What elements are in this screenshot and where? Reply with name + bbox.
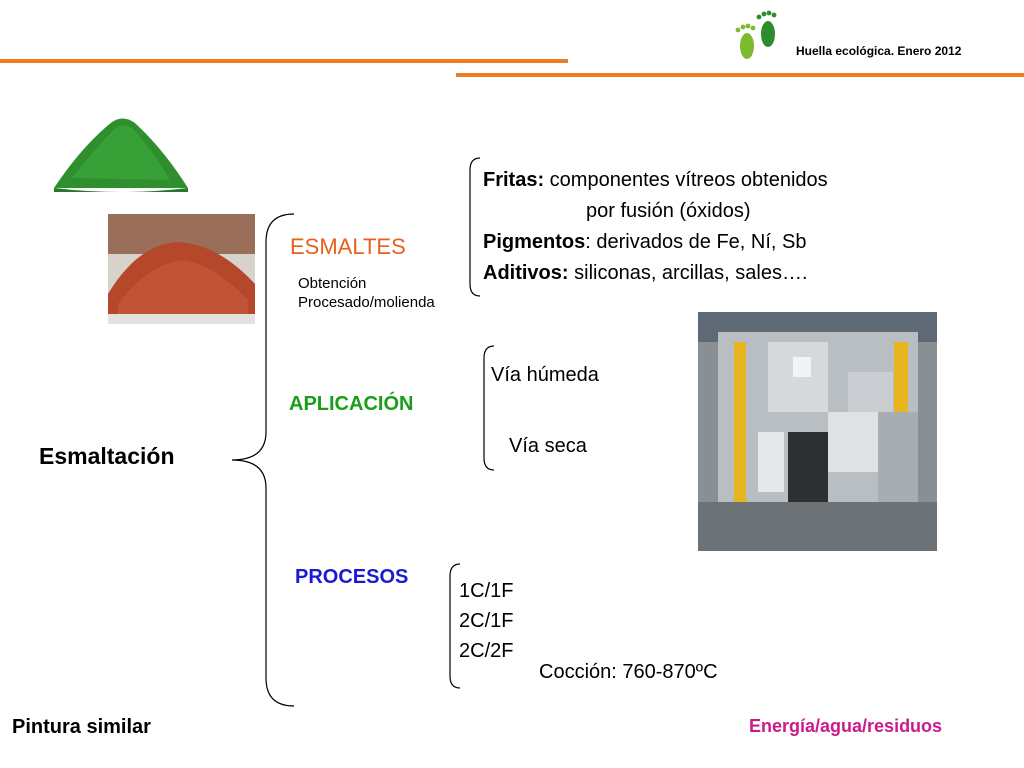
esmaltes-title: ESMALTES (290, 234, 406, 259)
procesos-item: 2C/1F (459, 610, 514, 632)
detail-text: : derivados de Fe, Ní, Sb (585, 231, 807, 253)
aplicacion-title: APLICACIÓN (289, 393, 414, 415)
footer-left: Pintura similar (12, 716, 151, 738)
detail-text: componentes vítreos obtenidos (544, 169, 828, 191)
footer-right: Energía/agua/residuos (749, 716, 943, 736)
root-label: Esmaltación (39, 443, 175, 469)
esmaltes-details: Fritas: componentes vítreos obtenidos po… (483, 165, 933, 289)
detail-text: siliconas, arcillas, sales…. (568, 262, 808, 284)
procesos-item: 2C/2F (459, 640, 514, 662)
aplicacion-brace (483, 345, 495, 471)
header-rule-left (0, 59, 568, 63)
header-title: Huella ecológica. Enero 2012 (796, 44, 962, 58)
esmaltes-sub: Obtención Procesado/molienda (298, 274, 435, 312)
green-pigment-photo (52, 106, 190, 196)
red-pigment-photo (108, 214, 255, 324)
detail-fritas-cont: por fusión (óxidos) (483, 196, 933, 227)
detail-pigmentos: Pigmentos: derivados de Fe, Ní, Sb (483, 227, 933, 258)
detail-term: Pigmentos (483, 231, 586, 253)
spray-booth-photo (698, 312, 937, 551)
detail-fritas: Fritas: componentes vítreos obtenidos (483, 165, 933, 196)
esmaltes-sub-item: Obtención (298, 275, 367, 292)
detail-term: Aditivos: (483, 262, 569, 284)
detail-text: por fusión (óxidos) (586, 200, 751, 222)
main-brace (231, 213, 295, 707)
header-rule-right (456, 73, 1024, 77)
detail-term: Fritas: (483, 169, 545, 191)
footprints-logo-icon (732, 8, 786, 64)
procesos-item: 1C/1F (459, 580, 514, 602)
procesos-brace (449, 563, 461, 689)
esmaltes-brace (469, 157, 481, 297)
procesos-title: PROCESOS (295, 566, 409, 588)
esmaltes-sub-item: Procesado/molienda (298, 294, 435, 311)
aplicacion-item: Vía húmeda (491, 364, 599, 386)
procesos-items: 1C/1F 2C/1F 2C/2F (459, 576, 513, 666)
detail-aditivos: Aditivos: siliconas, arcillas, sales…. (483, 258, 933, 289)
coccion-label: Cocción: 760-870ºC (539, 661, 718, 683)
aplicacion-item: Vía seca (509, 435, 587, 457)
